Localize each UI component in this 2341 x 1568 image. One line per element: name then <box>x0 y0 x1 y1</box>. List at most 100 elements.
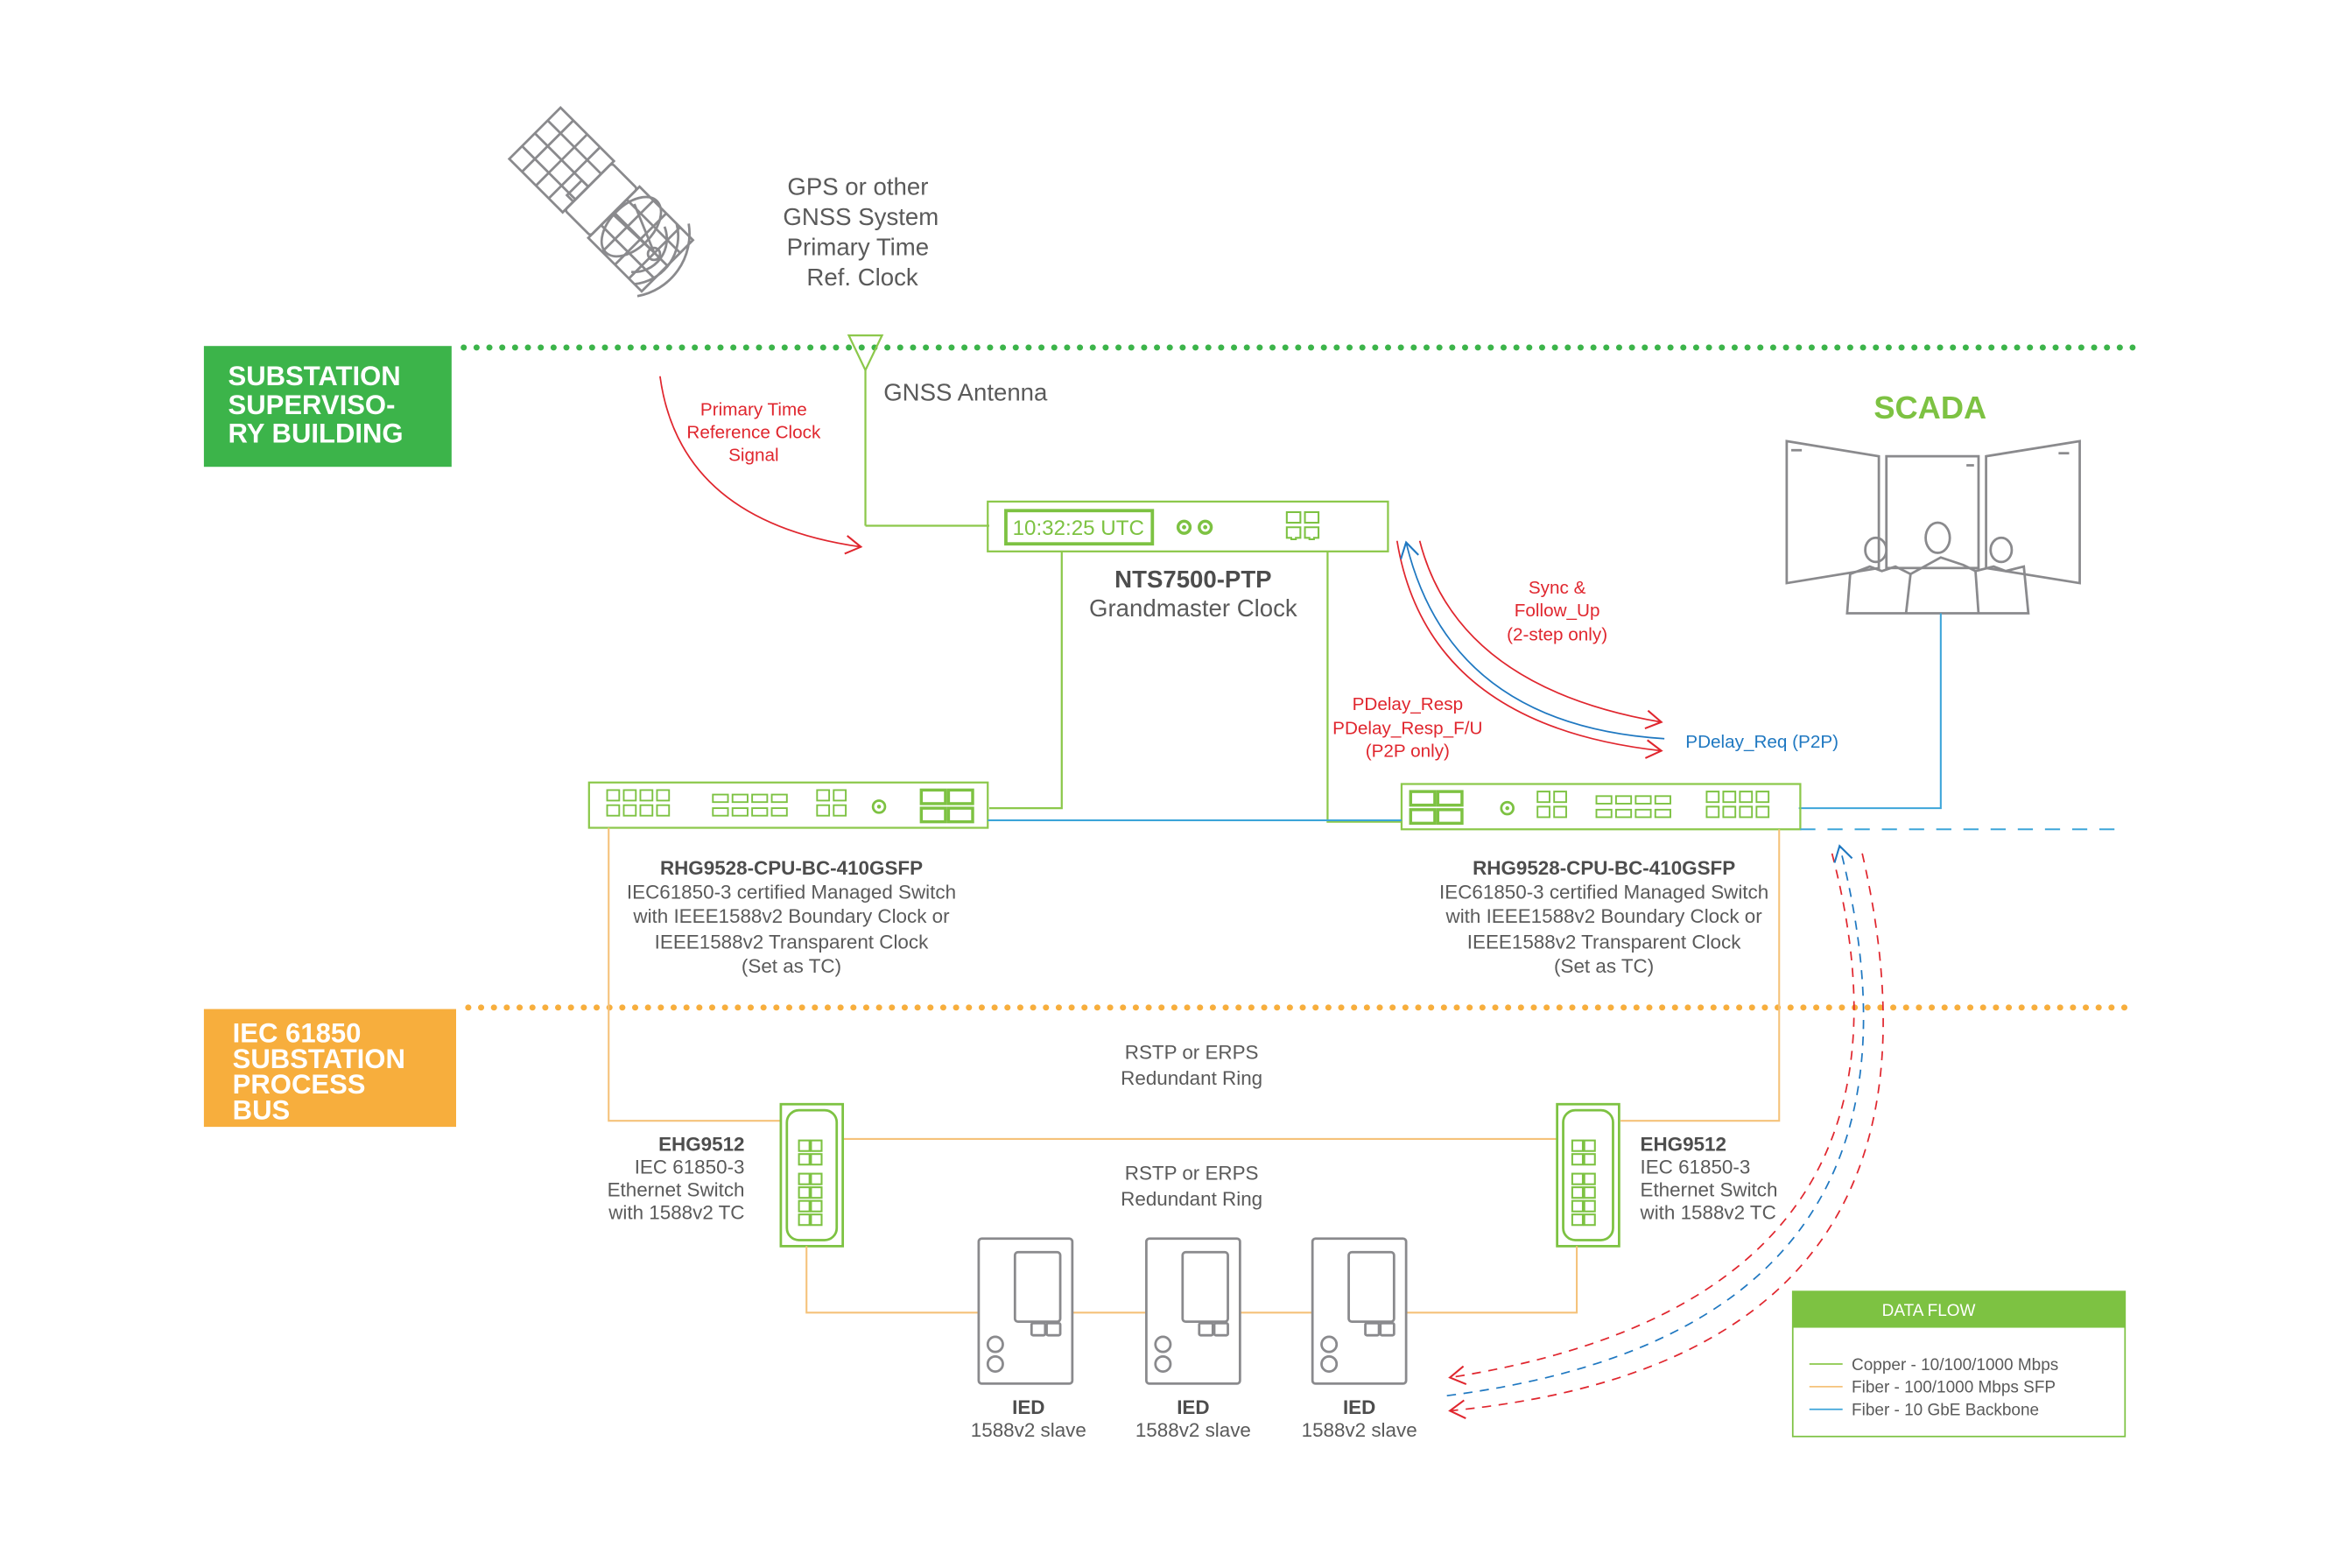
switch-desc-line: IEC61850-3 certified Managed Switch <box>1439 882 1768 904</box>
switch-model: RHG9528-CPU-BC-410GSFP <box>660 857 923 879</box>
switch-desc-line: with IEEE1588v2 Boundary Clock or <box>1445 905 1763 927</box>
core-switch-right-label: RHG9528-CPU-BC-410GSFP IEC61850-3 certif… <box>1439 857 1768 977</box>
legend-label: Fiber - 100/1000 Mbps SFP <box>1852 1379 2056 1397</box>
ring-label-line: Redundant Ring <box>1121 1188 1262 1210</box>
lower-ring-label: RSTP or ERPS Redundant Ring <box>1121 1162 1262 1209</box>
ied-role: 1588v2 slave <box>1302 1419 1417 1441</box>
ied-device[interactable] <box>1311 1237 1408 1385</box>
legend-item: Copper - 10/100/1000 Mbps <box>1809 1356 2058 1375</box>
ethernet-port-icon <box>1571 1139 1596 1227</box>
signal-label-line: Signal <box>728 445 779 465</box>
gnss-label-line: GNSS System <box>783 203 939 230</box>
switch-desc-line: Ethernet Switch <box>608 1178 745 1200</box>
upper-ring-label: RSTP or ERPS Redundant Ring <box>1121 1041 1262 1088</box>
ring-label-line: Redundant Ring <box>1121 1067 1262 1089</box>
ied-label: IED 1588v2 slave <box>1302 1396 1417 1441</box>
ied-name: IED <box>1012 1396 1044 1418</box>
upper-ring-left <box>608 827 781 1122</box>
gnss-label-line: Primary Time <box>787 234 930 261</box>
pdelay-resp-label: PDelay_Resp PDelay_Resp_F/U (P2P only) <box>1332 694 1482 761</box>
signal-label-line: Reference Clock <box>686 422 821 442</box>
primary-time-signal-label: Primary Time Reference Clock Signal <box>686 400 821 466</box>
pdelay-req-arrow <box>1400 540 1665 740</box>
link-scada-backbone <box>1798 613 1942 810</box>
ied-device[interactable] <box>1145 1237 1241 1385</box>
zone-label-line: RY BUILDING <box>228 418 403 449</box>
edge-switch-left[interactable] <box>779 1102 845 1248</box>
legend-item: Fiber - 10 GbE Backbone <box>1809 1402 2039 1420</box>
pdelay-req-label: PDelay_Req (P2P) <box>1685 732 1838 752</box>
bnc-connector-icon <box>1176 519 1213 535</box>
zone-label-line: IEC 61850 <box>233 1018 362 1049</box>
dish-icon <box>600 195 691 298</box>
clock-display: 10:32:25 UTC <box>1013 517 1144 540</box>
grandmaster-model: NTS7500-PTP <box>1114 566 1271 593</box>
control-room-icon[interactable] <box>1785 439 2081 615</box>
ied-label: IED 1588v2 slave <box>1135 1396 1251 1441</box>
switch-model: RHG9528-CPU-BC-410GSFP <box>1473 857 1735 879</box>
gnss-antenna-icon <box>847 334 989 527</box>
gnss-label-line: Ref. Clock <box>806 264 917 291</box>
edge-switch-left-label: EHG9512 IEC 61850-3 Ethernet Switch with… <box>608 1134 745 1224</box>
switch-model: EHG9512 <box>658 1134 744 1156</box>
pdelay-resp-arrow <box>1395 540 1663 759</box>
zone-process-bus: IEC 61850 SUBSTATION PROCESS BUS <box>203 1009 456 1128</box>
gnss-label-line: GPS or other <box>787 173 928 200</box>
ptp-label-line: Sync & <box>1529 578 1586 598</box>
switch-desc-line: with 1588v2 TC <box>1640 1201 1776 1223</box>
ethernet-port-icon <box>1285 510 1320 541</box>
switch-desc-line: with 1588v2 TC <box>608 1201 744 1223</box>
edge-switch-right[interactable] <box>1556 1102 1620 1248</box>
switch-desc-line: (Set as TC) <box>1554 955 1654 977</box>
ptp-label-line: PDelay_Resp <box>1353 694 1464 714</box>
ied-device[interactable] <box>977 1237 1074 1385</box>
sync-followup-arrow <box>1418 540 1663 730</box>
grandmaster-description: Grandmaster Clock <box>1089 594 1297 622</box>
link-gm-switch-right <box>1326 551 1402 823</box>
link-gm-switch-left <box>988 551 1063 810</box>
switch-desc-line: IEC 61850-3 <box>1641 1157 1751 1178</box>
zone-label-line: SUBSTATION <box>228 361 400 391</box>
sfp-port-icon <box>919 788 974 824</box>
status-led-icon <box>1500 800 1515 816</box>
core-switch-left[interactable] <box>587 781 989 829</box>
legend: DATA FLOW Copper - 10/100/1000 Mbps Fibe… <box>1791 1290 2127 1438</box>
scada-label: SCADA <box>1874 390 1986 425</box>
legend-label: Fiber - 10 GbE Backbone <box>1852 1402 2039 1420</box>
ethernet-port-icon <box>1536 791 1770 819</box>
switch-desc-line: IEC 61850-3 <box>635 1157 745 1178</box>
ethernet-port-icon <box>606 789 847 817</box>
sync-dashed-arrow <box>1448 853 1855 1385</box>
switch-model: EHG9512 <box>1641 1134 1726 1156</box>
ptp-label-line: Follow_Up <box>1515 601 1600 621</box>
grandmaster-clock[interactable]: 10:32:25 UTC <box>987 500 1389 552</box>
switch-desc-line: (Set as TC) <box>742 955 841 977</box>
gnss-antenna-label: GNSS Antenna <box>883 378 1048 405</box>
core-switch-left-label: RHG9528-CPU-BC-410GSFP IEC61850-3 certif… <box>627 857 956 977</box>
switch-desc-line: IEEE1588v2 Transparent Clock <box>1467 932 1741 953</box>
legend-title: DATA FLOW <box>1882 1302 1976 1320</box>
ethernet-port-icon <box>798 1139 823 1227</box>
upper-ring-right <box>1620 829 1781 1122</box>
ied-role: 1588v2 slave <box>1135 1419 1251 1441</box>
core-switch-right[interactable] <box>1400 783 1802 831</box>
ptp-label-line: (P2P only) <box>1366 741 1450 761</box>
sync-followup-label: Sync & Follow_Up (2-step only) <box>1507 578 1607 644</box>
status-led-icon <box>871 799 887 814</box>
legend-label: Copper - 10/100/1000 Mbps <box>1852 1356 2058 1375</box>
ied-label: IED 1588v2 slave <box>971 1396 1086 1441</box>
switch-desc-line: Ethernet Switch <box>1641 1178 1778 1200</box>
zone-supervisory-building: SUBSTATION SUPERVISO- RY BUILDING <box>203 346 452 468</box>
legend-item: Fiber - 100/1000 Mbps SFP <box>1809 1379 2056 1397</box>
gnss-label: GPS or other GNSS System Primary Time Re… <box>783 173 939 292</box>
primary-time-signal-arrow <box>659 376 863 555</box>
ring-label-line: RSTP or ERPS <box>1125 1162 1259 1184</box>
switch-desc-line: with IEEE1588v2 Boundary Clock or <box>632 905 950 927</box>
zone-label-line: BUS <box>233 1094 291 1125</box>
signal-label-line: Primary Time <box>700 400 807 420</box>
ied-name: IED <box>1343 1396 1375 1418</box>
pdelay-req-dashed-arrow <box>1446 844 1865 1397</box>
ied-role: 1588v2 slave <box>971 1419 1086 1441</box>
zone-label-line: PROCESS <box>233 1069 366 1100</box>
